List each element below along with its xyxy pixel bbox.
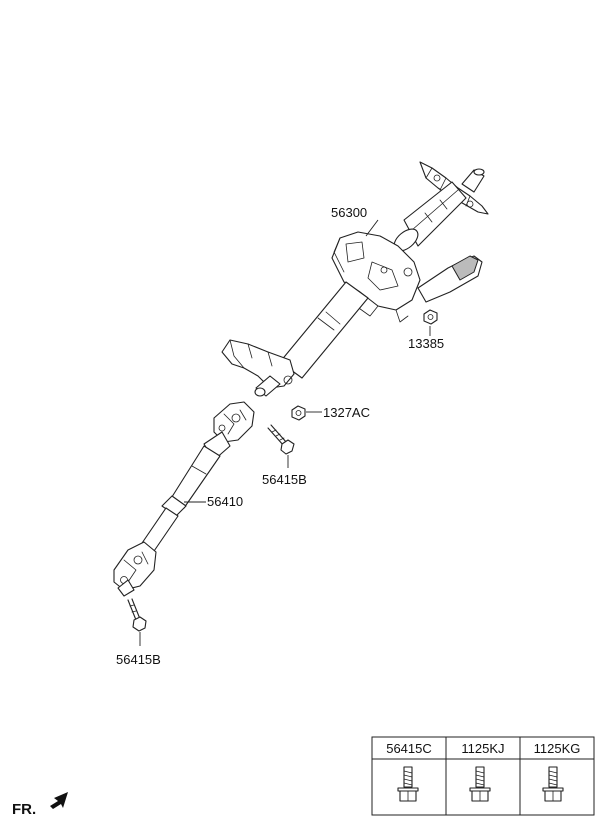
- front-label: FR.: [12, 801, 36, 818]
- front-direction-marker: FR.: [12, 792, 68, 818]
- nut-1327AC[interactable]: [291, 405, 306, 421]
- nut-13385[interactable]: [423, 309, 438, 325]
- label-56415B-lower[interactable]: 56415B: [116, 652, 161, 667]
- legend-header-56415C: 56415C: [386, 741, 432, 756]
- label-56300[interactable]: 56300: [331, 205, 367, 220]
- flange-bolt-icon: [542, 766, 564, 802]
- label-56415B-upper[interactable]: 56415B: [262, 472, 307, 487]
- legend-header-1125KG: 1125KG: [534, 741, 581, 756]
- label-56410[interactable]: 56410: [207, 494, 243, 509]
- bolt-56415B-upper[interactable]: [267, 424, 295, 455]
- flange-bolt-icon: [397, 766, 419, 802]
- steering-column-assembly[interactable]: [221, 161, 489, 397]
- bolt-56415B-lower[interactable]: [127, 598, 147, 632]
- legend-table: 56415C 1125KJ 1125KG: [371, 736, 595, 816]
- label-1327AC[interactable]: 1327AC: [323, 405, 370, 420]
- leader-56300: [365, 219, 379, 237]
- label-13385[interactable]: 13385: [408, 336, 444, 351]
- intermediate-shaft-56410[interactable]: [113, 401, 255, 597]
- arrow-icon: [50, 792, 68, 809]
- legend-header-1125KJ: 1125KJ: [461, 741, 504, 756]
- flange-bolt-icon: [469, 766, 491, 802]
